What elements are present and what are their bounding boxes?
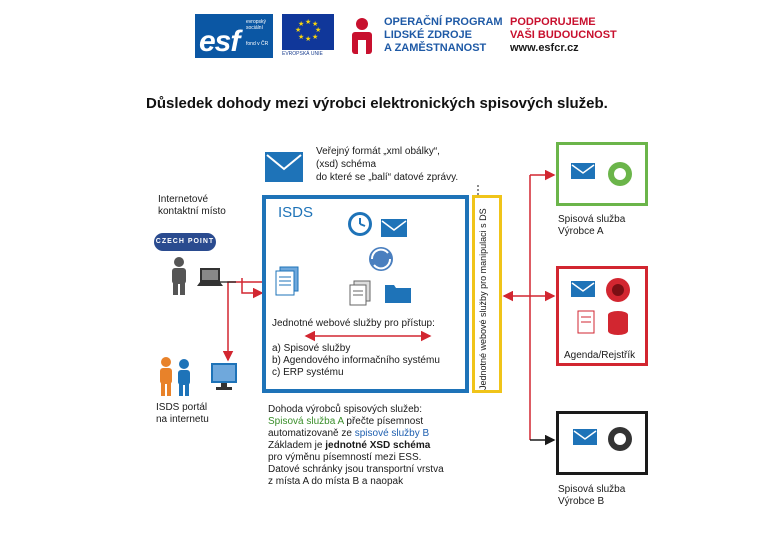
service-b-line1: Spisová služba: [558, 484, 626, 495]
database-icon: [606, 310, 630, 341]
users-group-icon: [156, 356, 208, 403]
agreement-line7: z místa A do místa B a naopak: [268, 476, 404, 487]
agreement-line1: Dohoda výrobců spisových služeb:: [268, 404, 422, 415]
service-a-frame: [556, 142, 648, 206]
documents-icon: [348, 280, 374, 311]
isds-frame: [262, 195, 469, 393]
portal-line1: ISDS portál: [156, 402, 208, 413]
format-note-line1: Veřejný formát „xml obálky“,: [316, 146, 440, 157]
format-note-line3: do které se „balí“ datové zprávy.: [316, 172, 459, 183]
internet-point-line1: Internetové: [158, 194, 209, 205]
svg-text:★: ★: [305, 18, 311, 26]
service-b-line2: Výrobce B: [558, 496, 605, 507]
agenda-document-icon: [576, 310, 596, 339]
agreement-line4-start: Základem je: [268, 440, 326, 451]
internet-point-line2: kontaktní místo: [158, 206, 226, 217]
page-title: Důsledek dohody mezi výrobci elektronick…: [146, 95, 608, 112]
esf-logo-text: esf: [199, 25, 240, 58]
op-logo-icon: [347, 16, 377, 61]
agreement-line5: pro výměnu písemností mezi ESS.: [268, 452, 422, 463]
envelope-icon: [380, 218, 408, 243]
eu-logo-text: EVROPSKÁ UNIE: [282, 51, 323, 57]
svg-text:★: ★: [305, 35, 311, 43]
services-item-b: b) Agendového informačního systému: [272, 355, 440, 366]
esf-logo: [195, 14, 273, 58]
op-logo-text: OPERAČNÍ PROGRAM LIDSKÉ ZDROJE A ZAMĚSTN…: [384, 16, 503, 54]
svg-text:★: ★: [312, 20, 318, 28]
eu-flag-icon: ★★★ ★★★ ★★: [282, 14, 334, 50]
webservices-bar: [472, 195, 502, 393]
isds-label: ISDS: [278, 204, 314, 221]
service-b-sync-icon: [606, 425, 634, 458]
clock-icon: [346, 210, 374, 243]
esf-url: www.esfcr.cz: [510, 42, 579, 54]
agenda-envelope-icon: [570, 280, 596, 303]
svg-text:★: ★: [315, 26, 321, 34]
xml-envelope-icon: [264, 151, 304, 188]
agreement-line2-rest: přečte písemnost: [343, 416, 424, 427]
agreement-line3-start: automatizovaně ze: [268, 428, 355, 439]
laptop-icon: [196, 266, 224, 295]
agreement-line3: automatizovaně ze spisové služby B: [268, 428, 429, 440]
sync-globe-icon: [366, 244, 396, 279]
svg-text:★: ★: [312, 33, 318, 41]
agreement-line6: Datové schránky jsou transportní vrstva: [268, 464, 444, 475]
svg-text:★: ★: [298, 33, 304, 41]
agenda-sync-icon: [604, 276, 632, 309]
agreement-service-a: Spisová služba A: [268, 416, 344, 427]
service-a-sync-icon: [606, 160, 634, 193]
service-a-line2: Výrobce A: [558, 226, 604, 237]
folder-icon: [384, 282, 412, 309]
documents-stack-icon: [274, 266, 300, 301]
service-b-frame: [556, 411, 648, 475]
esf-logo-fond: fond v ČR: [246, 41, 269, 47]
format-note-line2: (xsd) schéma: [316, 159, 377, 170]
svg-text:★: ★: [295, 26, 301, 34]
services-heading: Jednotné webové služby pro přístup:: [272, 318, 435, 329]
podporujeme-text: PODPORUJEME VAŠI BUDOUCNOST: [510, 16, 617, 41]
person-icon: [166, 256, 192, 301]
czech-point-badge: CZECH POINT: [154, 233, 216, 251]
svg-text:★: ★: [298, 20, 304, 28]
agreement-line4: Základem je jednotné XSD schéma: [268, 440, 430, 452]
service-a-envelope-icon: [570, 162, 596, 185]
agenda-frame: [556, 266, 648, 366]
agreement-line2: Spisová služba A přečte písemnost: [268, 416, 423, 428]
agenda-label: Agenda/Rejstřík: [564, 350, 636, 361]
service-a-line1: Spisová služba: [558, 214, 626, 225]
agreement-xsd-schema: jednotné XSD schéma: [325, 440, 431, 451]
webservices-vertical-label: Jednotné webové služby pro manipulaci s …: [478, 208, 488, 390]
service-b-envelope-icon: [572, 428, 598, 451]
esf-logo-subtext: evropský sociální: [246, 19, 267, 31]
portal-line2: na internetu: [156, 414, 209, 425]
monitor-icon: [210, 362, 238, 397]
agreement-service-b: spisové služby B: [354, 428, 430, 439]
services-item-a: a) Spisové služby: [272, 343, 351, 354]
services-item-c: c) ERP systému: [272, 367, 344, 378]
